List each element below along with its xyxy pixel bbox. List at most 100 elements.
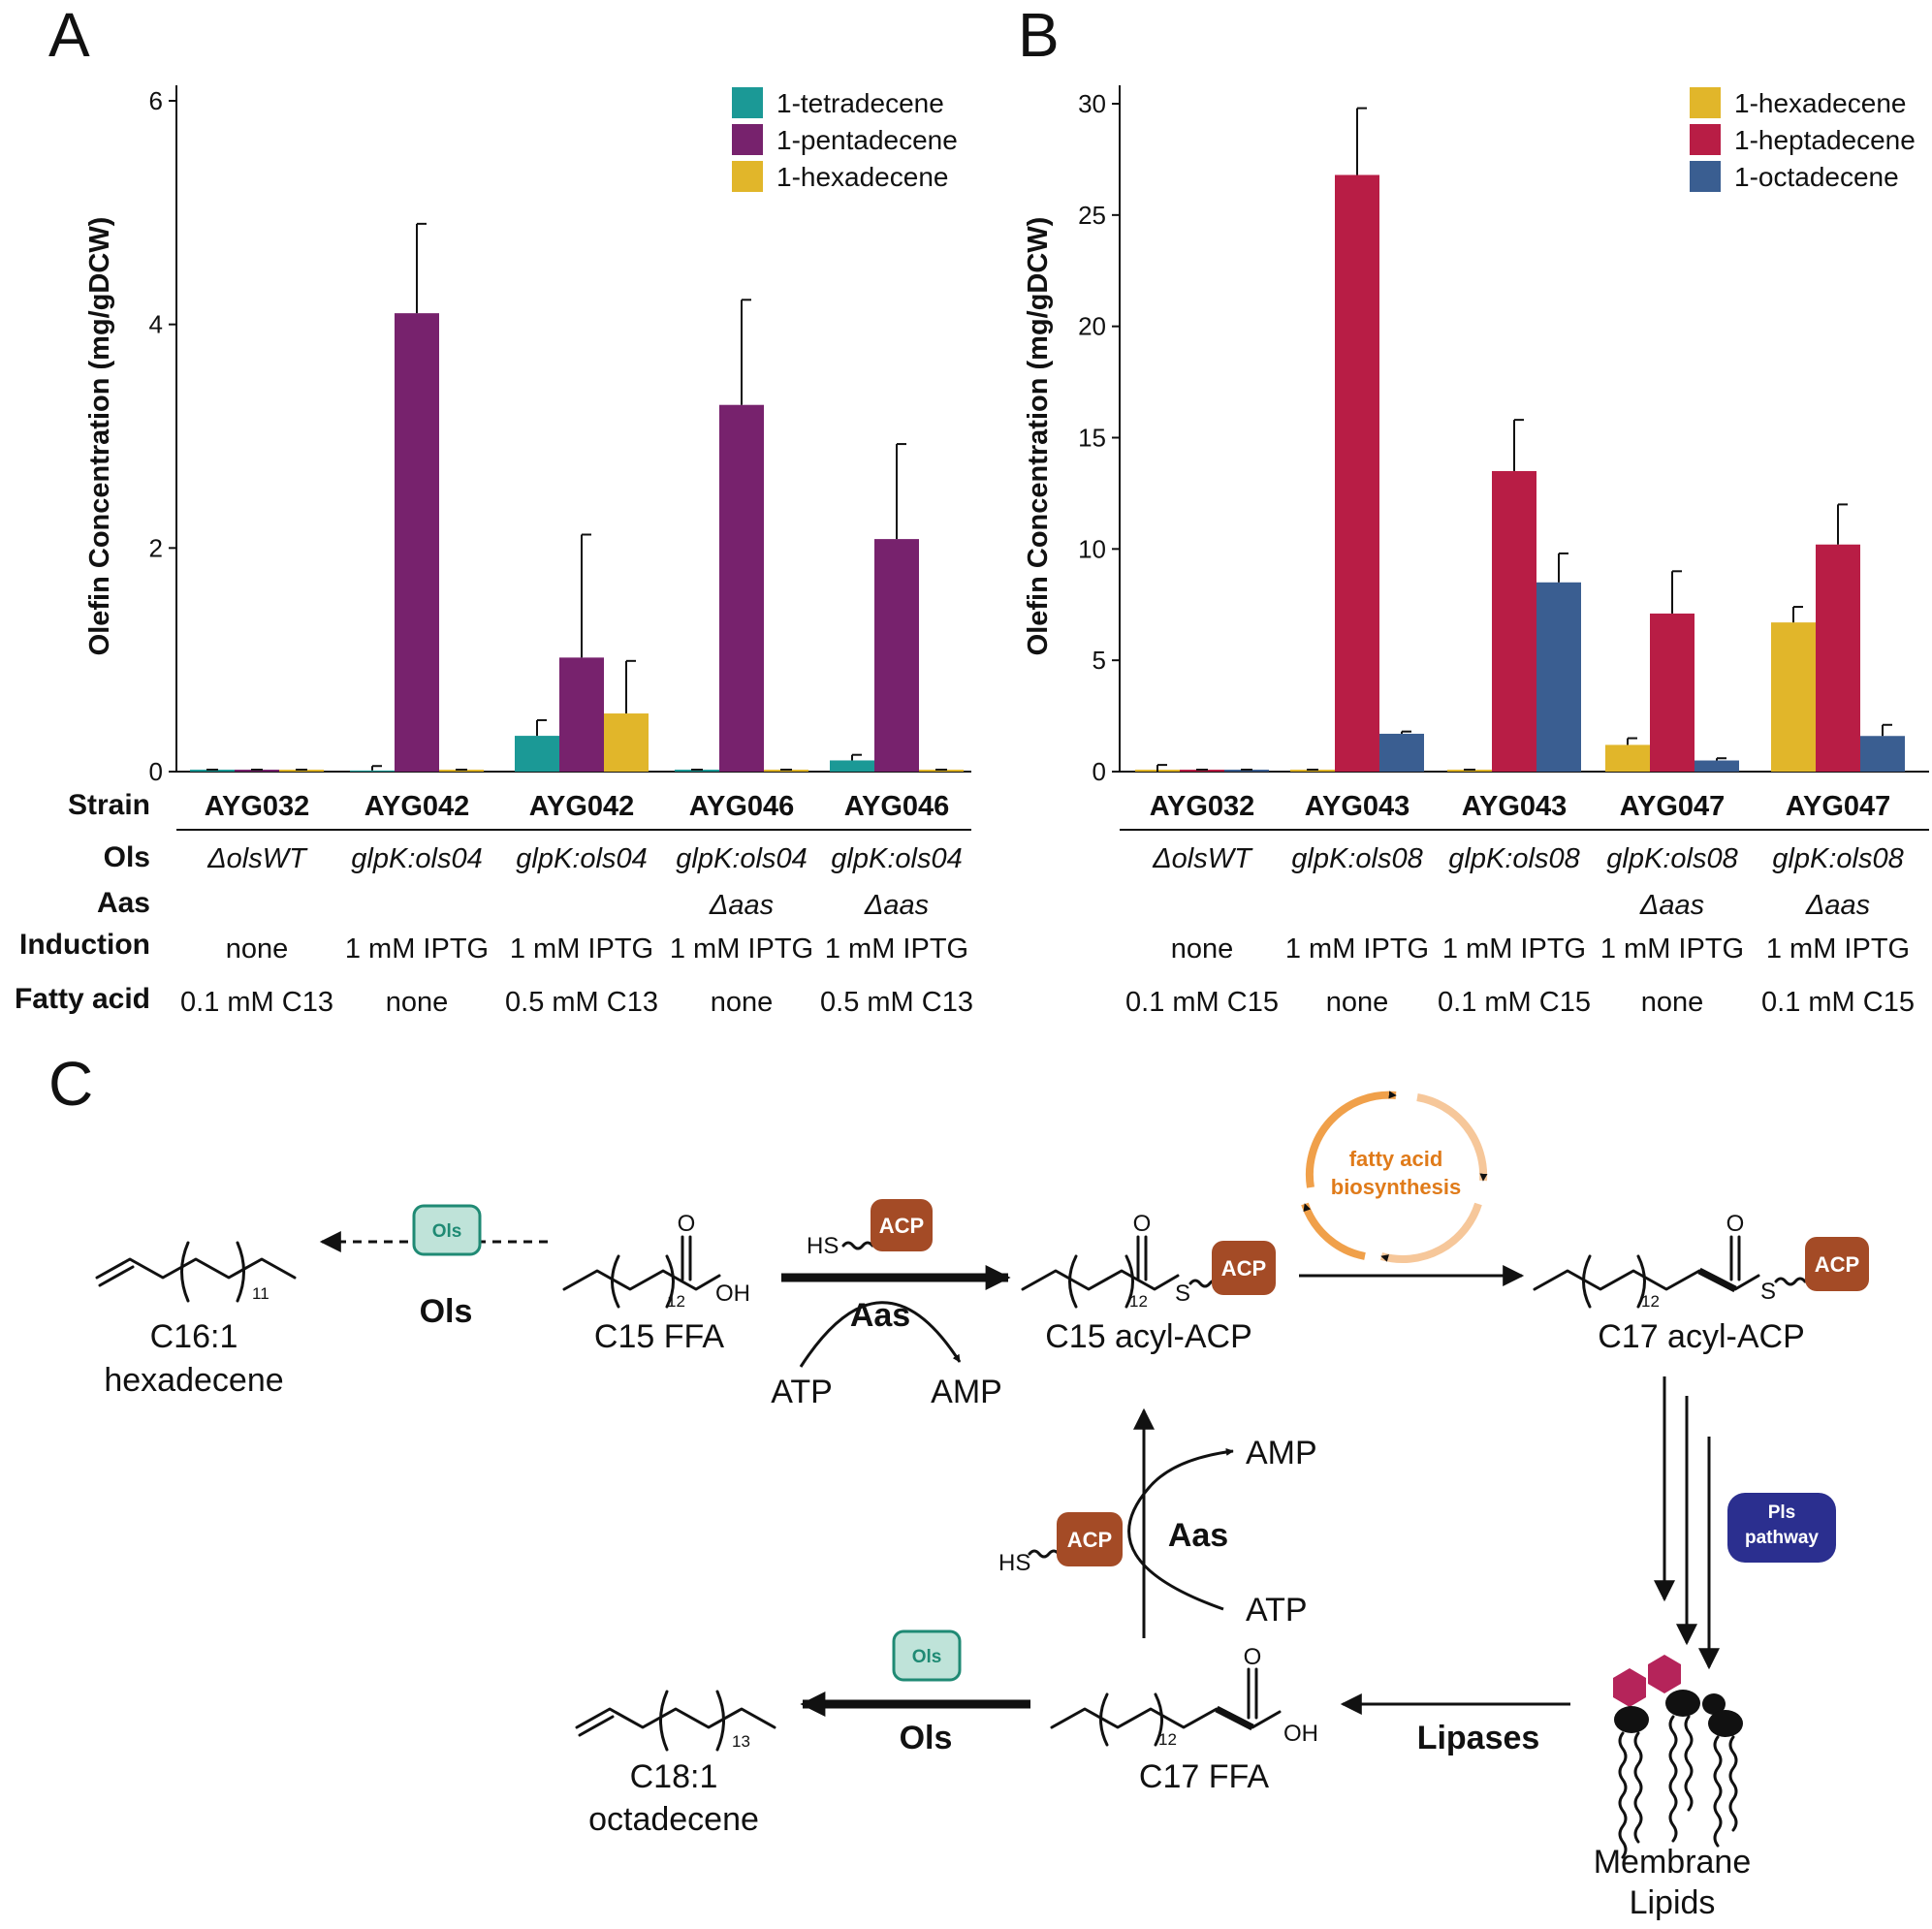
c15-acyl-s: S — [1175, 1281, 1190, 1307]
table-cell-induction: 1 mM IPTG — [345, 933, 489, 964]
c17-ffa-o: O — [1244, 1644, 1262, 1670]
table-cell-strain: AYG046 — [689, 791, 795, 822]
acp-badge-top-reaction: ACP — [871, 1199, 933, 1251]
table-cell-fatty-acid: none — [1641, 987, 1704, 1018]
c18-subscript: 13 — [732, 1732, 750, 1751]
table-cell-induction: 1 mM IPTG — [1600, 933, 1744, 964]
legend-swatch — [732, 161, 763, 192]
panel-label-c: C — [48, 1049, 93, 1119]
bar — [1335, 174, 1379, 772]
table-a: Strain Ols Aas Induction Fatty acid AYG0… — [15, 789, 973, 1018]
table-cell-ols: ΔolsWT — [206, 843, 308, 874]
atp-amp-arc-bottom — [1127, 1447, 1234, 1611]
table-cell-fatty-acid: 0.1 mM C15 — [1125, 987, 1279, 1018]
table-cell-ols: glpK:ols08 — [1606, 843, 1737, 874]
table-cell-induction: 1 mM IPTG — [1442, 933, 1586, 964]
acp-badge-c15: ACP — [1212, 1241, 1276, 1295]
table-cell-aas: Δaas — [1639, 890, 1704, 921]
c15-ffa-structure: 12 O OH — [562, 1211, 750, 1311]
table-cell-fatty-acid: 0.1 mM C13 — [180, 987, 333, 1018]
amp-top: AMP — [931, 1374, 1002, 1410]
c17-ffa-name: C17 FFA — [1139, 1758, 1269, 1795]
y-tick-label: 20 — [1078, 312, 1106, 341]
acp-label-c17: ACP — [1815, 1252, 1859, 1277]
c17-acyl-acp-structure: 12 O S — [1533, 1211, 1807, 1311]
c17-ffa-structure: 12 O OH — [1050, 1644, 1318, 1749]
table-cell-ols: glpK:ols08 — [1772, 843, 1903, 874]
legend-label: 1-hexadecene — [776, 162, 948, 192]
bar — [719, 404, 764, 772]
c15-acyl-acp-structure: 12 O S — [1021, 1211, 1221, 1311]
bar — [874, 539, 919, 772]
atp-top: ATP — [771, 1374, 833, 1410]
table-cell-induction: 1 mM IPTG — [825, 933, 968, 964]
fatty-acid-biosynthesis-cycle: fatty acid biosynthesis — [1301, 1091, 1488, 1263]
table-cell-strain: AYG043 — [1305, 791, 1410, 822]
ols-badge-bottom: Ols — [892, 1629, 962, 1682]
table-cell-fatty-acid: none — [1326, 987, 1389, 1018]
c16-name: C16:1 — [150, 1318, 238, 1355]
legend-label: 1-hexadecene — [1734, 88, 1906, 118]
table-cell-induction: 1 mM IPTG — [510, 933, 653, 964]
ols-label-bottom: Ols — [900, 1720, 953, 1756]
acp-badge-bottom-reaction: ACP — [1057, 1512, 1123, 1566]
table-cell-ols: glpK:ols04 — [516, 843, 647, 874]
c15-ffa-o: O — [678, 1211, 696, 1237]
acp-label-c15: ACP — [1221, 1256, 1266, 1281]
y-tick-label: 2 — [149, 533, 163, 562]
acp-label-top-reaction: ACP — [879, 1214, 924, 1238]
table-cell-fatty-acid: none — [386, 987, 449, 1018]
c16-desc: hexadecene — [104, 1362, 283, 1399]
table-cell-induction: none — [226, 933, 289, 964]
cycle-label-line2: biosynthesis — [1331, 1175, 1461, 1199]
c15-acyl-name: C15 acyl-ACP — [1045, 1318, 1252, 1355]
ols-badge-bottom-label: Ols — [912, 1647, 942, 1667]
table-cell-strain: AYG042 — [364, 791, 470, 822]
membrane-lipids-icon — [1613, 1655, 1743, 1859]
table-cell-aas: Δaas — [709, 890, 774, 921]
bar — [1379, 733, 1424, 772]
panel-label-b: B — [1018, 0, 1060, 70]
bar — [1771, 622, 1816, 772]
panel-label-a: A — [48, 0, 90, 70]
row-label-ols: Ols — [104, 841, 150, 873]
table-cell-strain: AYG032 — [1150, 791, 1255, 822]
table-cell-induction: none — [1171, 933, 1234, 964]
table-cell-fatty-acid: none — [711, 987, 774, 1018]
table-cell-strain: AYG046 — [844, 791, 950, 822]
amp-bottom: AMP — [1246, 1435, 1317, 1471]
panel-b-chart: Olefin Concentration (mg/gDCW) 051015202… — [1023, 85, 1929, 786]
legend-label: 1-tetradecene — [776, 88, 944, 118]
table-cell-fatty-acid: 0.1 mM C15 — [1761, 987, 1915, 1018]
hs-bottom: HS — [998, 1550, 1030, 1576]
table-cell-fatty-acid: 0.5 mM C13 — [505, 987, 658, 1018]
table-cell-strain: AYG047 — [1620, 791, 1726, 822]
table-cell-induction: 1 mM IPTG — [1766, 933, 1910, 964]
y-tick-label: 15 — [1078, 424, 1106, 453]
legend-label: 1-heptadecene — [1734, 125, 1916, 155]
membrane-label-line2: Lipids — [1630, 1884, 1716, 1921]
c17-acyl-s: S — [1760, 1279, 1776, 1305]
aas-label-bottom: Aas — [1168, 1517, 1228, 1554]
row-label-aas: Aas — [97, 887, 150, 919]
c16-subscript: 11 — [252, 1284, 269, 1303]
bar — [395, 313, 439, 772]
row-label-induction: Induction — [19, 929, 150, 961]
bar — [1605, 744, 1650, 772]
y-tick-label: 4 — [149, 310, 163, 339]
table-cell-ols: glpK:ols04 — [351, 843, 482, 874]
y-tick-label: 5 — [1093, 646, 1106, 675]
y-axis-label-b: Olefin Concentration (mg/gDCW) — [1023, 217, 1054, 656]
pls-label-line1: Pls — [1768, 1502, 1796, 1523]
y-tick-label: 0 — [149, 757, 163, 786]
c18-name: C18:1 — [630, 1758, 718, 1795]
table-cell-ols: glpK:ols04 — [676, 843, 807, 874]
legend-swatch — [1690, 87, 1721, 118]
